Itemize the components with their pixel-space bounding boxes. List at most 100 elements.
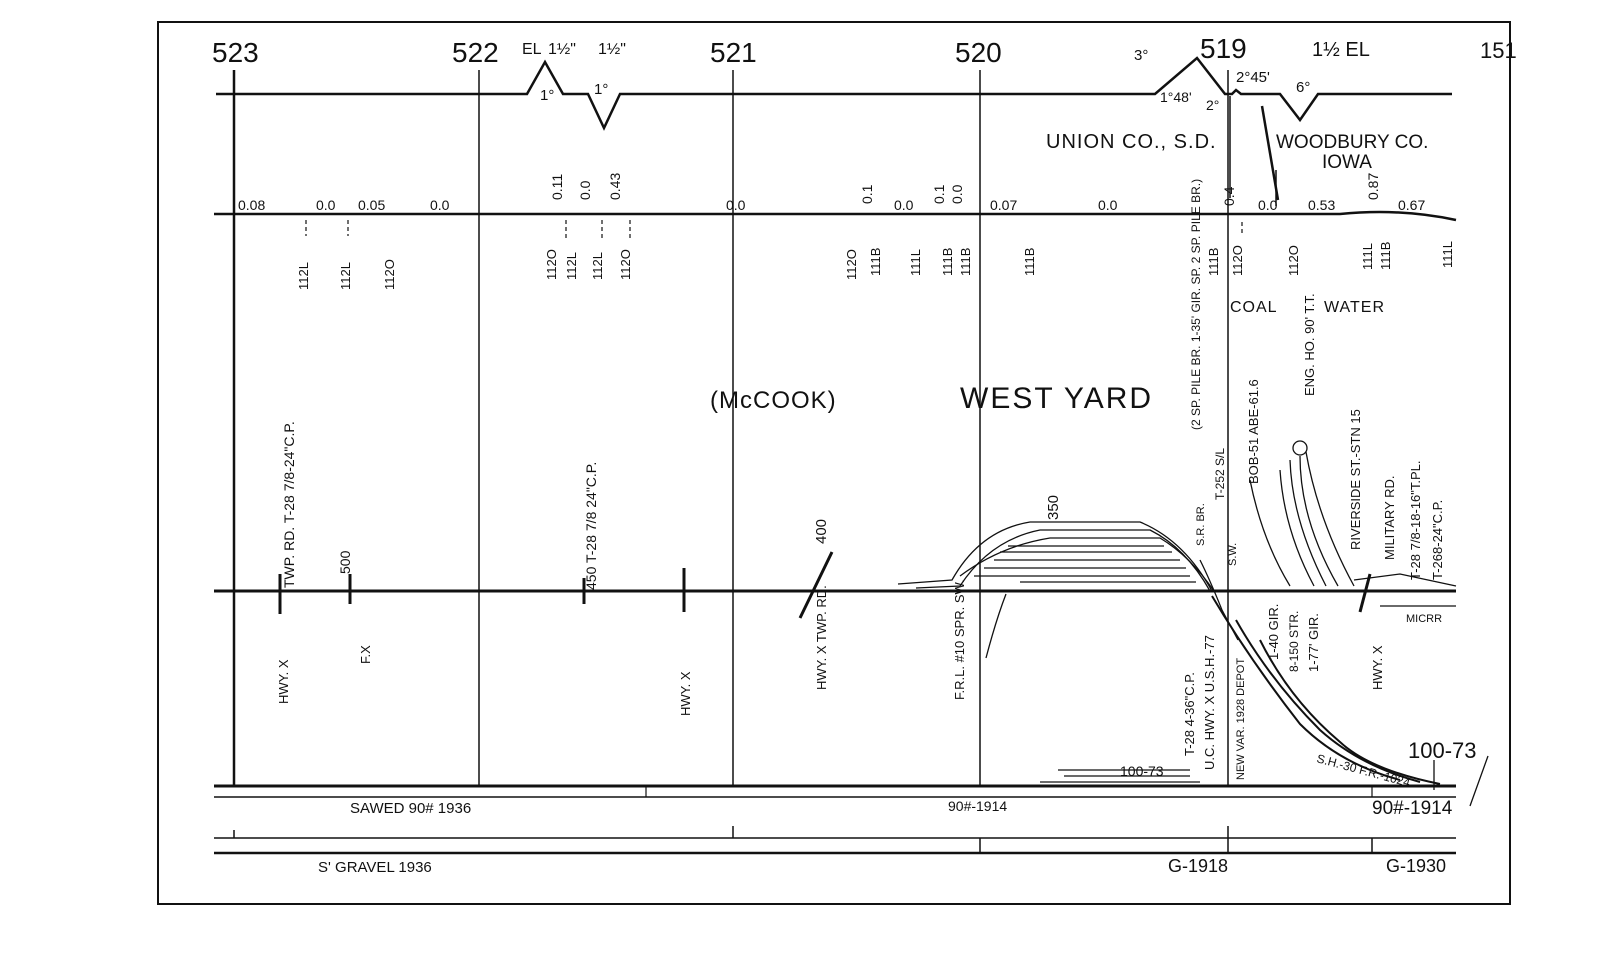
rail-weight: 112O	[618, 249, 633, 280]
curve-label-2deg45: 2°45'	[1236, 69, 1270, 86]
curve-label-1deg-b: 1°	[594, 81, 608, 98]
rail-weight: 112L	[590, 252, 605, 280]
rail-weight: 112O	[844, 249, 859, 280]
rail-weight: 112L	[564, 252, 579, 280]
county-union: UNION CO., S.D.	[1046, 131, 1217, 153]
grade-value: 0.08	[238, 197, 265, 213]
grade-value: 0.0	[894, 197, 914, 213]
grade-value: 0.1	[931, 184, 947, 204]
rail-section-right: 90#-1914	[1372, 798, 1453, 819]
station-mccook: (McCOOK)	[710, 387, 837, 414]
grade-value: 0.05	[358, 197, 385, 213]
label-coal: COAL	[1230, 299, 1278, 316]
rail-weight: 112O	[1286, 245, 1301, 276]
structure-twp-rd: TWP. RD. T-28 7/8-24"C.P.	[281, 421, 297, 588]
crossing-hwy-x-2: HWY. X	[678, 671, 693, 716]
rail-weight: 111L	[1360, 243, 1375, 270]
county-woodbury: WOODBURY CO.	[1276, 132, 1428, 153]
crossing-hwy-x-1: HWY. X	[276, 659, 291, 704]
crossing-depot: NEW VAR. 1928 DEPOT	[1235, 658, 1247, 780]
track-ticks	[278, 551, 1372, 619]
grade-value: 0.0	[1258, 197, 1278, 213]
ballast-section-left: S' GRAVEL 1936	[318, 859, 432, 876]
crossing-us-hwy: U.C. HWY. X U.S.H.-77	[1202, 635, 1217, 770]
diagram-frame	[157, 21, 1511, 905]
crossing-40-girder: 1-40 GIR.	[1266, 604, 1281, 660]
structure-t268: T-268-24"C.P.	[1430, 500, 1445, 580]
curve-label-1deg48: 1°48'	[1160, 89, 1192, 105]
siding-100-73-b: 100-73	[1408, 738, 1477, 763]
rail-weight: 112O	[544, 249, 559, 280]
siding-sr-br: S.R. BR.	[1195, 503, 1207, 546]
engine-house-tracks	[1249, 440, 1457, 607]
structure-labels: TWP. RD. T-28 7/8-24"C.P. 450 T-28 7/8 2…	[281, 179, 1445, 590]
siding-100-73-a: 100-73	[1120, 763, 1164, 779]
structure-t252: T-252 S/L	[1213, 448, 1227, 500]
grade-line	[214, 210, 1457, 222]
crossing-fx: F.X	[358, 645, 373, 664]
grade-value: 0.0	[726, 197, 746, 213]
curve-label-1deg-a: 1°	[540, 87, 554, 104]
structure-military-rd: MILITARY RD.	[1382, 475, 1397, 560]
crossing-t28-cp: T-28 4-36"C.P.	[1182, 672, 1197, 756]
crossing-labels: HWY. X F.X HWY. X HWY. X TWP. RD. F.R.L.…	[276, 579, 1442, 780]
structure-riverside: RIVERSIDE ST.-STN 15	[1348, 409, 1363, 550]
branch-line	[1211, 595, 1441, 785]
curve-label-el: EL	[522, 41, 542, 58]
grade-value: 0.0	[577, 180, 593, 200]
rail-weight: 111B	[1378, 242, 1393, 270]
grade-labels: 0.08 0.0 0.05 0.0 0.11 0.0 0.43 0.0 0.1 …	[238, 173, 1425, 213]
rail-weight: 111L	[908, 249, 923, 276]
siding-350: 350	[1045, 495, 1062, 520]
rail-weight: 112L	[338, 262, 353, 290]
curve-label-1-5-el: 1½ EL	[1312, 39, 1370, 61]
station-west-yard: WEST YARD	[960, 382, 1153, 415]
siding-400: 400	[813, 519, 830, 544]
grade-value: 0.43	[607, 173, 623, 200]
rail-weight: 112O	[1230, 245, 1245, 276]
grade-value: 0.0	[1098, 197, 1118, 213]
crossing-77-girder: 1-77' GIR.	[1306, 613, 1321, 672]
milepost-521: 521	[710, 37, 757, 68]
grade-value: 0.0	[316, 197, 336, 213]
grade-value: 0.11	[549, 174, 565, 200]
curve-label-2deg: 2°	[1206, 97, 1219, 113]
siding-scale-house: S.H.-30 F.R.-1024	[1315, 751, 1412, 789]
crossing-150-str: 8-150 STR.	[1287, 611, 1301, 672]
rail-change-ticks	[305, 220, 1243, 240]
structure-eng-house: ENG. HO. 90' T.T.	[1302, 293, 1317, 396]
siding-500: 500	[337, 550, 353, 574]
rail-weight: 111L	[1440, 241, 1455, 268]
curve-label-6deg: 6°	[1296, 79, 1310, 96]
crossing-hwy-twp: HWY. X TWP. RD.	[814, 585, 829, 690]
grade-value: 0.4	[1221, 186, 1237, 206]
structure-bob: BOB-51 ABE-61.6	[1246, 379, 1261, 484]
rail-weight-labels: 112L 112L 112O 112O 112L 112L 112O 112O …	[296, 241, 1455, 290]
grade-value: 0.67	[1398, 197, 1425, 213]
rail-weight: 111B	[868, 248, 883, 276]
milepost-151: 151	[1480, 38, 1517, 63]
ballast-section-right: G-1930	[1386, 856, 1446, 876]
rail-weight: 111B	[1022, 248, 1037, 276]
structure-pile-bridge: (2 SP. PILE BR. 1-35' GIR. SP. 2 SP. PIL…	[1189, 179, 1203, 430]
crossing-micrr: MICRR	[1406, 613, 1442, 625]
milepost-522: 522	[452, 37, 499, 68]
grade-value: 0.0	[430, 197, 450, 213]
curve-label-1-5a: 1½"	[548, 41, 576, 58]
rail-weight: 112L	[296, 262, 311, 290]
rail-section-middle: 90#-1914	[948, 798, 1007, 814]
milepost-520: 520	[955, 37, 1002, 68]
grade-value: 0.53	[1308, 197, 1335, 213]
rail-weight: 111B	[940, 248, 955, 276]
grade-value: 0.07	[990, 197, 1017, 213]
rail-weight: 111B	[958, 248, 973, 276]
rail-weight: 112O	[382, 259, 397, 290]
grade-value: 0.0	[949, 184, 965, 204]
grade-value: 0.1	[859, 184, 875, 204]
bottom-sidings	[1040, 755, 1489, 807]
crossing-spring-switch: F.R.L. #10 SPR. SW.	[952, 579, 967, 700]
curvature-line	[216, 56, 1452, 131]
label-water: WATER	[1324, 299, 1385, 316]
ballast-section-middle: G-1918	[1168, 856, 1228, 876]
